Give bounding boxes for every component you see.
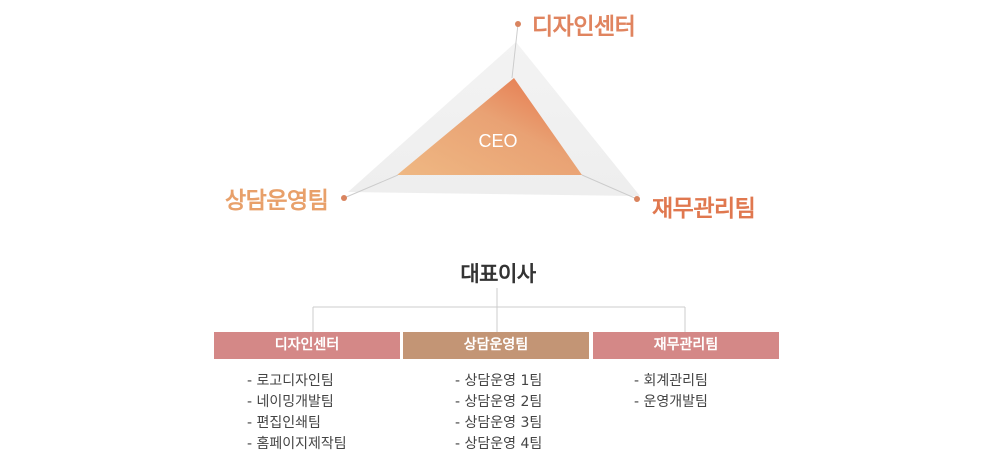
team-box-finance: 재무관리팀 [593, 332, 779, 359]
team-box-design: 디자인센터 [214, 332, 400, 359]
subteam-list-finance: 회계관리팀 운영개발팀 [634, 371, 708, 413]
vertex-dot-top [515, 21, 521, 27]
org-top-title: 대표이사 [460, 262, 536, 286]
subteam-item: 상담운영 3팀 [455, 413, 543, 434]
vertex-label-top: 디자인센터 [532, 14, 636, 40]
subteam-list-sales: 상담운영 1팀 상담운영 2팀 상담운영 3팀 상담운영 4팀 [455, 371, 543, 455]
vertex-dot-left [341, 195, 347, 201]
subteam-item: 회계관리팀 [634, 371, 708, 392]
connector-right [581, 174, 638, 200]
team-box-sales: 상담운영팀 [403, 332, 589, 359]
subteam-item: 홈페이지제작팀 [247, 434, 347, 455]
connector-left [343, 174, 399, 199]
subteam-item: 상담운영 4팀 [455, 434, 543, 455]
vertex-label-right: 재무관리팀 [652, 196, 756, 222]
subteam-item: 네이밍개발팀 [247, 392, 347, 413]
vertex-dot-right [634, 196, 640, 202]
inner-triangle [397, 78, 582, 175]
subteam-list-design: 로고디자인팀 네이밍개발팀 편집인쇄팀 홈페이지제작팀 [247, 371, 347, 455]
subteam-item: 운영개발팀 [634, 392, 708, 413]
vertex-label-left: 상담운영팀 [225, 188, 329, 214]
connector-top [511, 23, 519, 79]
subteam-item: 상담운영 2팀 [455, 392, 543, 413]
subteam-item: 편집인쇄팀 [247, 413, 347, 434]
ceo-label: CEO [478, 131, 518, 151]
subteam-item: 로고디자인팀 [247, 371, 347, 392]
subteam-item: 상담운영 1팀 [455, 371, 543, 392]
